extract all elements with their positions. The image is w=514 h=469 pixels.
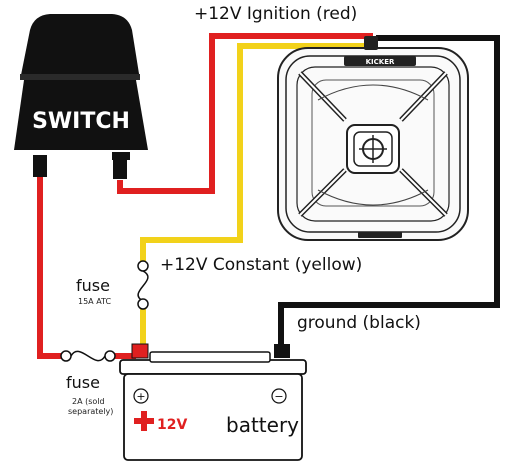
yellow-constant-wire: [140, 43, 368, 262]
red-switch-to-battery-wire: [37, 175, 62, 359]
fuse-top-rating: 15A ATC: [78, 297, 111, 306]
constant-wire-label: +12V Constant (yellow): [160, 255, 362, 275]
switch-label: SWITCH: [32, 109, 130, 134]
fuse-icon: [60, 350, 116, 362]
fuse-bottom-rating-line2: separately): [68, 407, 113, 416]
battery-label: battery: [226, 413, 299, 437]
fuse-bottom-rating-line1: 2A (sold: [72, 397, 105, 406]
speaker-enclosure-icon: KICKER: [277, 36, 469, 241]
ignition-wire-label: +12V Ignition (red): [194, 4, 357, 24]
black-ground-wire: [278, 35, 500, 345]
ground-wire-label: ground (black): [297, 313, 421, 333]
fuse-bottom-label: fuse: [66, 373, 100, 392]
fuse-top-label: fuse: [76, 276, 110, 295]
battery-minus-small: −: [274, 390, 283, 403]
fuse-icon: [137, 260, 149, 310]
battery-plus-small: +: [136, 390, 145, 403]
battery-icon: + − 12V battery: [119, 343, 307, 461]
rocker-switch-icon: SWITCH: [14, 14, 148, 179]
battery-voltage-label: 12V: [157, 417, 187, 433]
speaker-brand-label: KICKER: [366, 58, 395, 66]
